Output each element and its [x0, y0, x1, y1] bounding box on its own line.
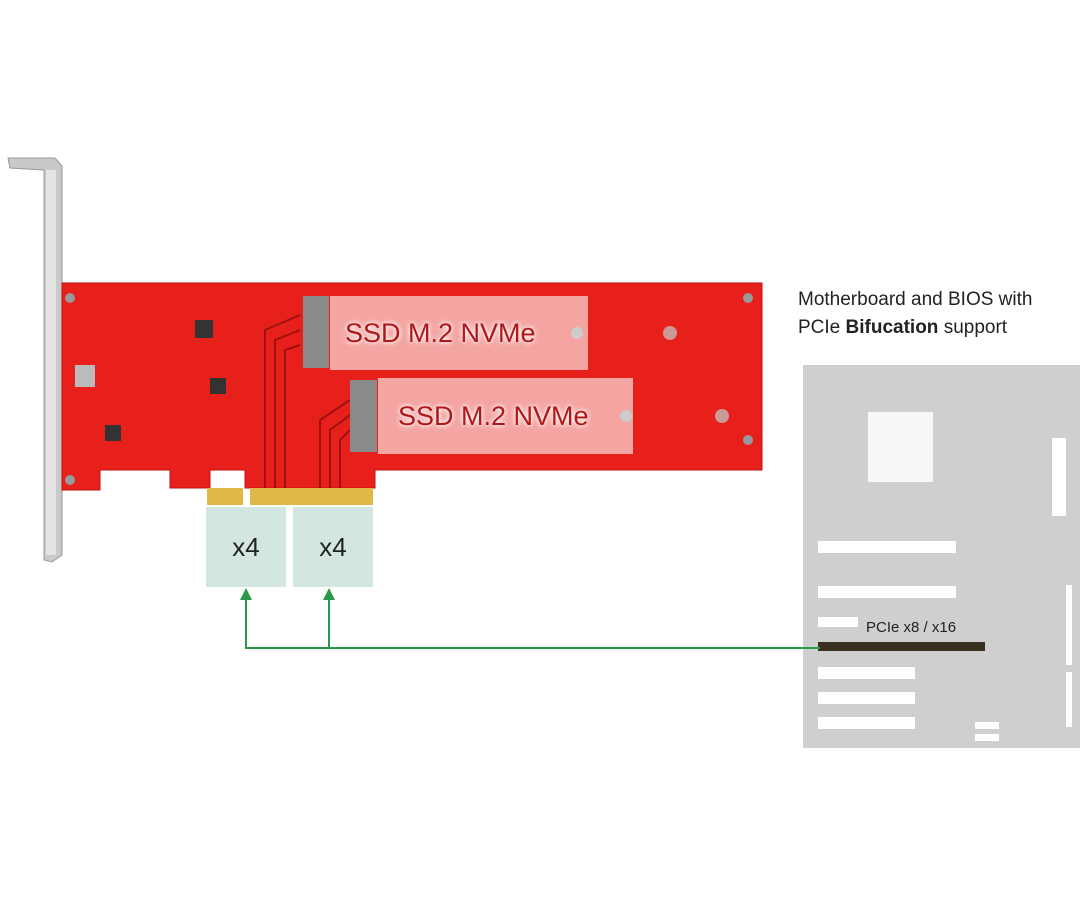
slot-label: PCIe x8 / x16 [866, 619, 957, 636]
lane-arrows [245, 594, 820, 649]
ssd-label-1: SSD M.2 NVMe [345, 318, 536, 348]
pcie-slot [818, 642, 985, 651]
caption: Motherboard and BIOS with PCIe Bifucatio… [798, 286, 1032, 342]
arrow-head-1 [240, 588, 252, 600]
lane-label-1: x4 [232, 531, 260, 562]
pcb-traces [264, 314, 351, 488]
gold-contacts-long [250, 488, 373, 505]
lane-box-1: x4 [206, 507, 286, 587]
caption-prefix: PCIe [798, 317, 846, 338]
pcie-card [61, 282, 763, 505]
arrow-head-2 [323, 588, 335, 600]
caption-line-2: PCIe Bifucation support [798, 314, 1032, 342]
motherboard [803, 365, 1080, 748]
lane-box-2: x4 [293, 507, 373, 587]
caption-bold: Bifucation [845, 317, 939, 338]
pci-bracket [7, 157, 63, 563]
ssd-module-2 [378, 378, 633, 454]
ssd-module-1 [330, 296, 588, 370]
caption-line-1: Motherboard and BIOS with [798, 289, 1033, 310]
caption-suffix: support [938, 317, 1008, 338]
m2-connector-1 [303, 296, 329, 368]
m2-connector-2 [350, 380, 377, 452]
gold-contacts-short [207, 488, 243, 505]
cpu-socket [868, 412, 933, 482]
lane-label-2: x4 [319, 531, 347, 562]
ssd-label-2: SSD M.2 NVMe [398, 401, 589, 431]
